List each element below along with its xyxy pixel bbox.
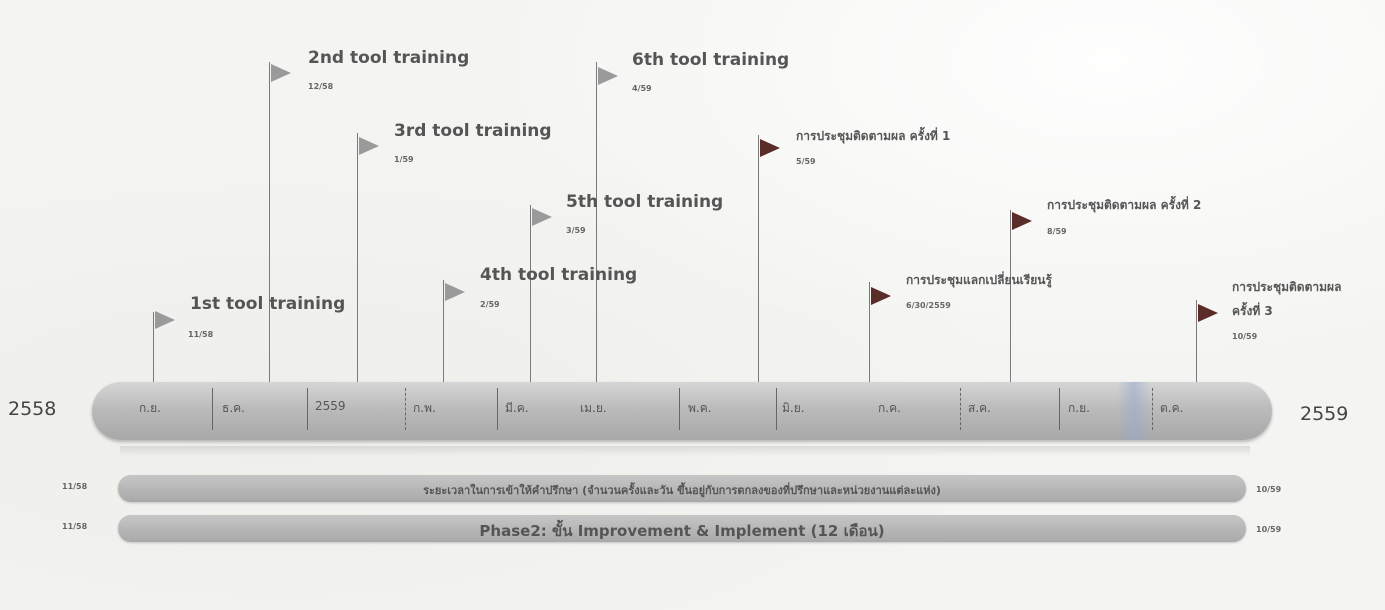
milestone-pole-9: [1010, 210, 1011, 382]
flag-icon: [271, 64, 291, 82]
milestone-date: 10/59: [1232, 332, 1258, 341]
month-separator: [497, 388, 498, 430]
milestone-pole-5: [530, 205, 531, 382]
milestone-title: 3rd tool training: [394, 121, 552, 141]
milestone-pole-7: [758, 135, 759, 382]
end-year: 2559: [1300, 403, 1349, 425]
month-separator: [1059, 388, 1060, 430]
bar-start-date: 11/58: [62, 522, 88, 531]
milestone-date: 6/30/2559: [906, 301, 951, 310]
month-label: 2559: [315, 399, 346, 413]
month-separator: [960, 388, 961, 430]
month-label: ธ.ค.: [222, 401, 245, 415]
milestone-date: 5/59: [796, 157, 816, 166]
month-label: ก.ย.: [1068, 401, 1090, 415]
flag-icon: [598, 67, 618, 85]
bar-start-date: 11/58: [62, 482, 88, 491]
milestone-title: 1st tool training: [190, 294, 346, 314]
flag-icon: [532, 208, 552, 226]
month-separator: [405, 388, 406, 430]
milestone-date: 2/59: [480, 300, 500, 309]
milestone-pole-6: [596, 62, 597, 382]
month-label: ส.ค.: [968, 401, 991, 415]
milestone-title: 6th tool training: [632, 50, 790, 70]
consulting-period-label: ระยะเวลาในการเข้าให้คำปรึกษา (จำนวนครั้ง…: [423, 484, 941, 497]
flag-icon: [760, 139, 780, 157]
timeline-highlight: [1117, 382, 1151, 440]
month-label: พ.ค.: [688, 401, 712, 415]
milestone-title: ครั้งที่ 3: [1232, 304, 1273, 318]
timeline-bar: [92, 382, 1272, 440]
milestone-title: การประชุมติดตามผล ครั้งที่ 2: [1047, 198, 1202, 212]
milestone-title: การประชุมแลกเปลี่ยนเรียนรู้: [906, 273, 1052, 287]
milestone-pole-2: [269, 62, 270, 382]
milestone-pole-3: [357, 133, 358, 382]
milestone-pole-1: [153, 312, 154, 382]
phase2-label: Phase2: ขั้น Improvement & Implement (12…: [479, 522, 885, 540]
milestone-date: 8/59: [1047, 227, 1067, 236]
milestone-date: 3/59: [566, 226, 586, 235]
month-label: มี.ค.: [505, 401, 529, 415]
month-separator: [776, 388, 777, 430]
flag-icon: [155, 311, 175, 329]
month-label: ก.ค.: [878, 401, 901, 415]
start-year: 2558: [8, 398, 57, 420]
milestone-title: 5th tool training: [566, 192, 724, 212]
flag-icon: [445, 283, 465, 301]
milestone-pole-4: [443, 280, 444, 382]
timeline-shadow: [120, 446, 1250, 456]
month-separator: [307, 388, 308, 430]
flag-icon: [359, 137, 379, 155]
milestone-pole-8: [869, 282, 870, 382]
month-label: เม.ย.: [580, 401, 607, 415]
milestone-title: 2nd tool training: [308, 48, 470, 68]
month-separator: [1152, 388, 1153, 430]
month-label: มิ.ย.: [782, 401, 805, 415]
month-label: ก.พ.: [413, 401, 436, 415]
milestone-title: การประชุมติดตามผล ครั้งที่ 1: [796, 129, 951, 143]
month-label: ต.ค.: [1160, 401, 1184, 415]
milestone-date: 4/59: [632, 84, 652, 93]
milestone-date: 11/58: [188, 330, 214, 339]
consulting-period-bar: ระยะเวลาในการเข้าให้คำปรึกษา (จำนวนครั้ง…: [118, 475, 1246, 502]
month-label: ก.ย.: [139, 401, 161, 415]
milestone-date: 12/58: [308, 82, 334, 91]
phase2-bar: Phase2: ขั้น Improvement & Implement (12…: [118, 515, 1246, 542]
bar-end-date: 10/59: [1256, 525, 1282, 534]
month-separator: [212, 388, 213, 430]
bar-end-date: 10/59: [1256, 485, 1282, 494]
flag-icon: [1012, 212, 1032, 230]
flag-icon: [1198, 304, 1218, 322]
milestone-title: 4th tool training: [480, 265, 638, 285]
milestone-title: การประชุมติดตามผล: [1232, 280, 1342, 294]
flag-icon: [871, 287, 891, 305]
milestone-pole-10: [1196, 300, 1197, 382]
month-separator: [679, 388, 680, 430]
milestone-date: 1/59: [394, 155, 414, 164]
